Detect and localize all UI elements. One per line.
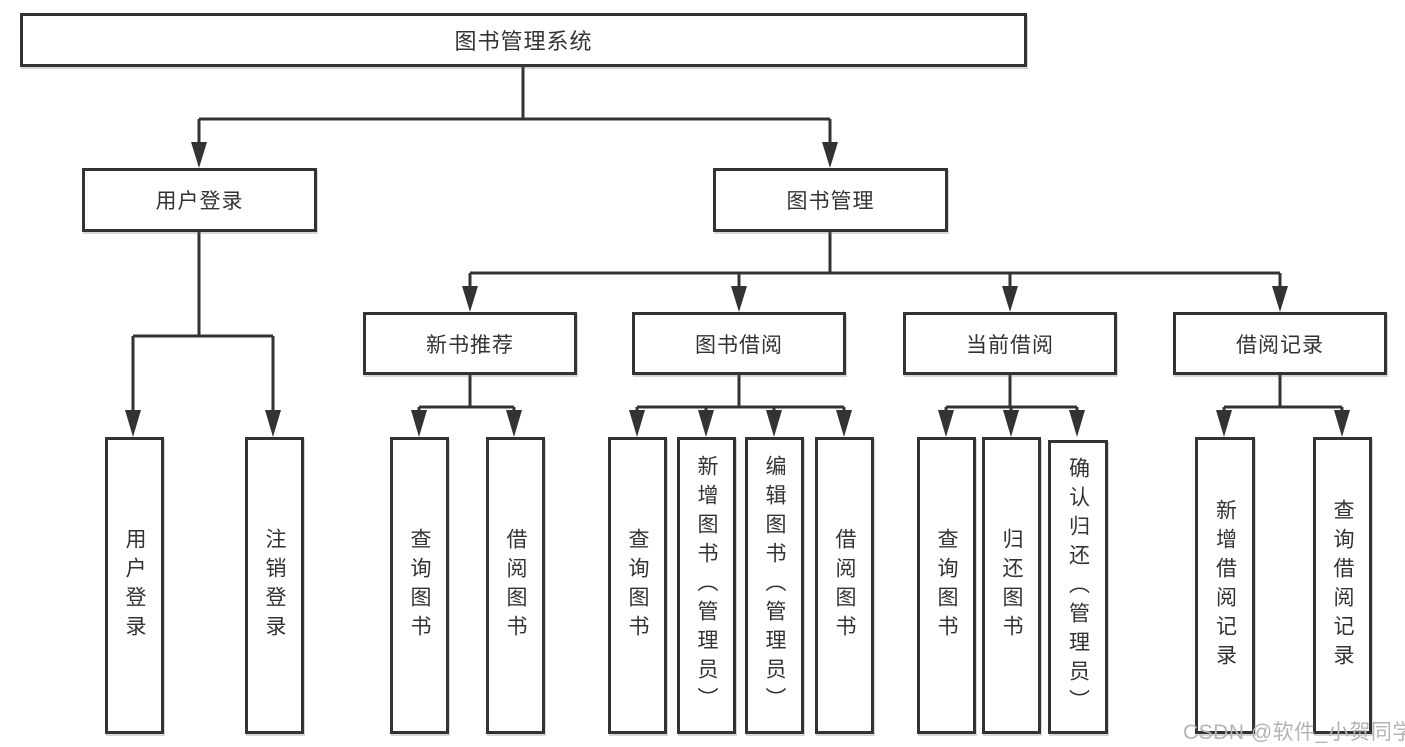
leaf-borrow-book-borrow: 借阅图书 xyxy=(815,437,874,734)
leaf-query-borrow-record: 查询借阅记录 xyxy=(1313,437,1372,734)
arrowhead-icons xyxy=(125,142,1350,437)
leaf-borrow-book-recommend: 借阅图书 xyxy=(486,437,545,734)
leaf-query-book-borrow: 查询图书 xyxy=(608,437,667,734)
watermark: CSDN @软件_小贺同学 xyxy=(1183,721,1405,744)
leaf-edit-book-admin: 编辑图书（管理员） xyxy=(745,437,804,734)
leaf-user-login: 用户登录 xyxy=(105,437,164,734)
node-root: 图书管理系统 xyxy=(20,13,1027,67)
leaf-return-book: 归还图书 xyxy=(982,437,1041,734)
node-borrow-records: 借阅记录 xyxy=(1173,312,1387,375)
leaf-confirm-return-admin: 确认归还（管理员） xyxy=(1048,440,1108,734)
leaf-query-book-current: 查询图书 xyxy=(917,437,976,734)
leaf-add-borrow-record: 新增借阅记录 xyxy=(1195,437,1255,734)
node-new-book-recommend: 新书推荐 xyxy=(363,312,577,375)
leaf-logout: 注销登录 xyxy=(245,437,304,734)
node-book-borrow: 图书借阅 xyxy=(632,312,846,375)
node-book-management: 图书管理 xyxy=(713,168,948,232)
leaf-add-book-admin: 新增图书（管理员） xyxy=(677,437,736,734)
node-user-login: 用户登录 xyxy=(82,168,317,232)
node-current-borrow: 当前借阅 xyxy=(903,312,1117,375)
leaf-query-book-recommend: 查询图书 xyxy=(390,437,449,734)
